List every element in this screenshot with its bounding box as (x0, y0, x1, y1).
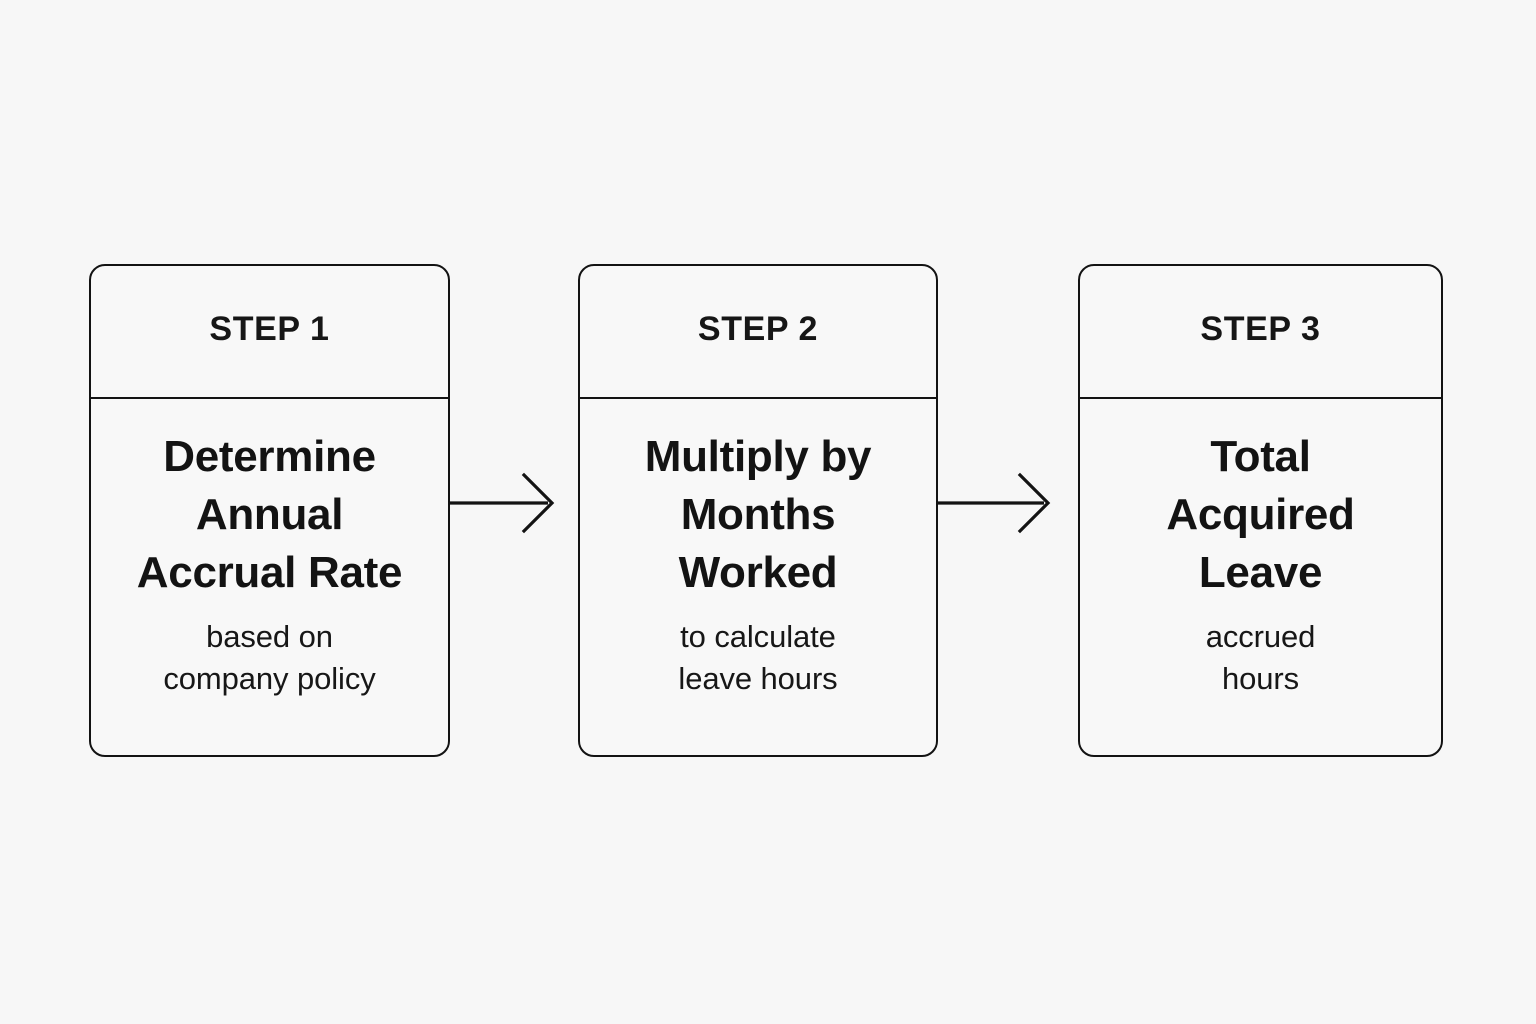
arrow-right-icon (936, 472, 1051, 534)
step-card-1-body: Determine Annual Accrual Rate based on c… (91, 399, 448, 755)
step-card-3-subtitle: accrued hours (1205, 619, 1316, 696)
step-card-2-title: Multiply by Months Worked (644, 432, 872, 597)
step-card-2-header: STEP 2 (580, 266, 936, 399)
step-card-2-body: Multiply by Months Worked to calculate l… (580, 399, 936, 755)
step-card-1-header-label: STEP 1 (209, 309, 330, 348)
arrow-right-icon (448, 472, 555, 534)
step-card-3: STEP 3 Total Acquired Leave accrued hour… (1078, 264, 1443, 757)
step-card-3-header-label: STEP 3 (1200, 309, 1321, 348)
step-card-1-header: STEP 1 (91, 266, 448, 399)
arrow-step1-to-step2 (448, 462, 580, 544)
step-card-1-subtitle: based on company policy (163, 619, 376, 696)
step-card-2-header-label: STEP 2 (697, 309, 819, 348)
step-card-2-subtitle: to calculate leave hours (678, 619, 838, 696)
step-card-3-header: STEP 3 (1080, 266, 1441, 399)
step-card-2: STEP 2 Multiply by Months Worked to calc… (578, 264, 938, 757)
step-card-3-body: Total Acquired Leave accrued hours (1080, 399, 1441, 755)
step-card-1: STEP 1 Determine Annual Accrual Rate bas… (89, 264, 450, 757)
step-card-3-title: Total Acquired Leave (1166, 432, 1355, 597)
step-card-1-title: Determine Annual Accrual Rate (136, 432, 403, 597)
arrow-step2-to-step3 (936, 462, 1080, 544)
